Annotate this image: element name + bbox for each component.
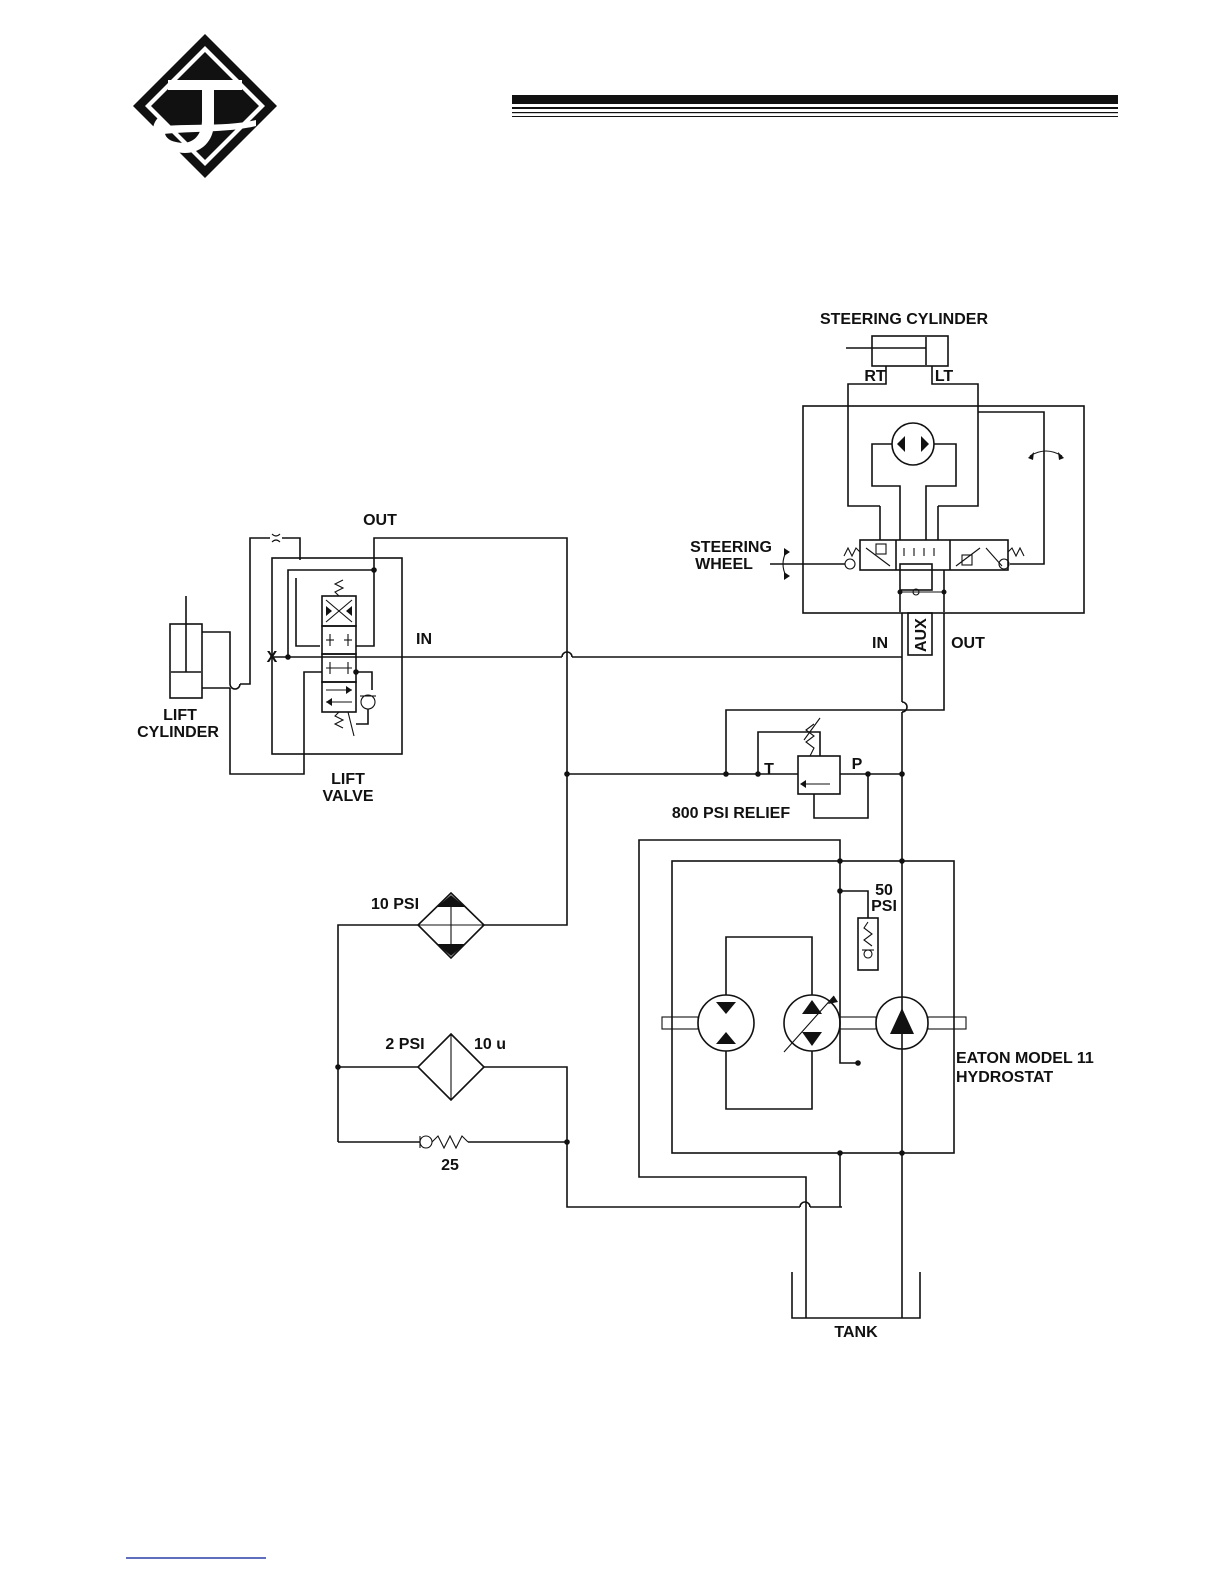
steering-wheel-label-2: WHEEL bbox=[695, 556, 753, 573]
out-top-label: OUT bbox=[363, 512, 397, 529]
lift-valve bbox=[230, 534, 402, 774]
check-25-label: 25 bbox=[441, 1157, 459, 1174]
tank-label: TANK bbox=[834, 1324, 878, 1341]
filter-10psi-label: 10 PSI bbox=[371, 896, 419, 913]
bypass-check-valve bbox=[338, 1136, 570, 1148]
steering-unit bbox=[770, 406, 1084, 613]
eaton-label-1: EATON MODEL 11 bbox=[956, 1050, 1094, 1067]
psi50-label-b: PSI bbox=[871, 898, 897, 915]
filter-2psi bbox=[335, 1034, 842, 1207]
p-port-label: P bbox=[852, 756, 863, 773]
header-rules bbox=[512, 95, 1118, 117]
lift-cylinder bbox=[170, 596, 240, 698]
steering-cylinder-label: STEERING CYLINDER bbox=[820, 311, 988, 328]
lt-label: LT bbox=[935, 368, 954, 385]
steering-cylinder bbox=[846, 336, 978, 506]
filter-10psi bbox=[338, 893, 484, 1142]
x-mark-label: X bbox=[267, 649, 278, 666]
rt-label: RT bbox=[864, 368, 886, 385]
in-right-label: IN bbox=[872, 635, 888, 652]
lift-valve-label-1: LIFT bbox=[331, 771, 365, 788]
tank bbox=[792, 1272, 920, 1318]
psi50-label-a: 50 bbox=[875, 882, 893, 899]
out-right-label: OUT bbox=[951, 635, 985, 652]
diamond-j-logo-icon bbox=[133, 34, 277, 178]
lift-valve-label-2: VALVE bbox=[323, 788, 374, 805]
lift-cylinder-label-1: LIFT bbox=[163, 707, 197, 724]
hydrostat bbox=[639, 840, 966, 1318]
lift-cylinder-label-2: CYLINDER bbox=[137, 724, 219, 741]
main-lines bbox=[270, 538, 944, 1318]
steering-wheel-label-1: STEERING bbox=[690, 539, 772, 556]
filter-2psi-label: 2 PSI bbox=[385, 1036, 424, 1053]
eaton-label-2: HYDROSTAT bbox=[956, 1069, 1053, 1086]
aux-label: AUX bbox=[913, 618, 930, 652]
relief-label: 800 PSI RELIEF bbox=[672, 805, 790, 822]
in-left-label: IN bbox=[416, 631, 432, 648]
filter-10u-label: 10 u bbox=[474, 1036, 506, 1053]
t-port-label: T bbox=[764, 761, 774, 778]
